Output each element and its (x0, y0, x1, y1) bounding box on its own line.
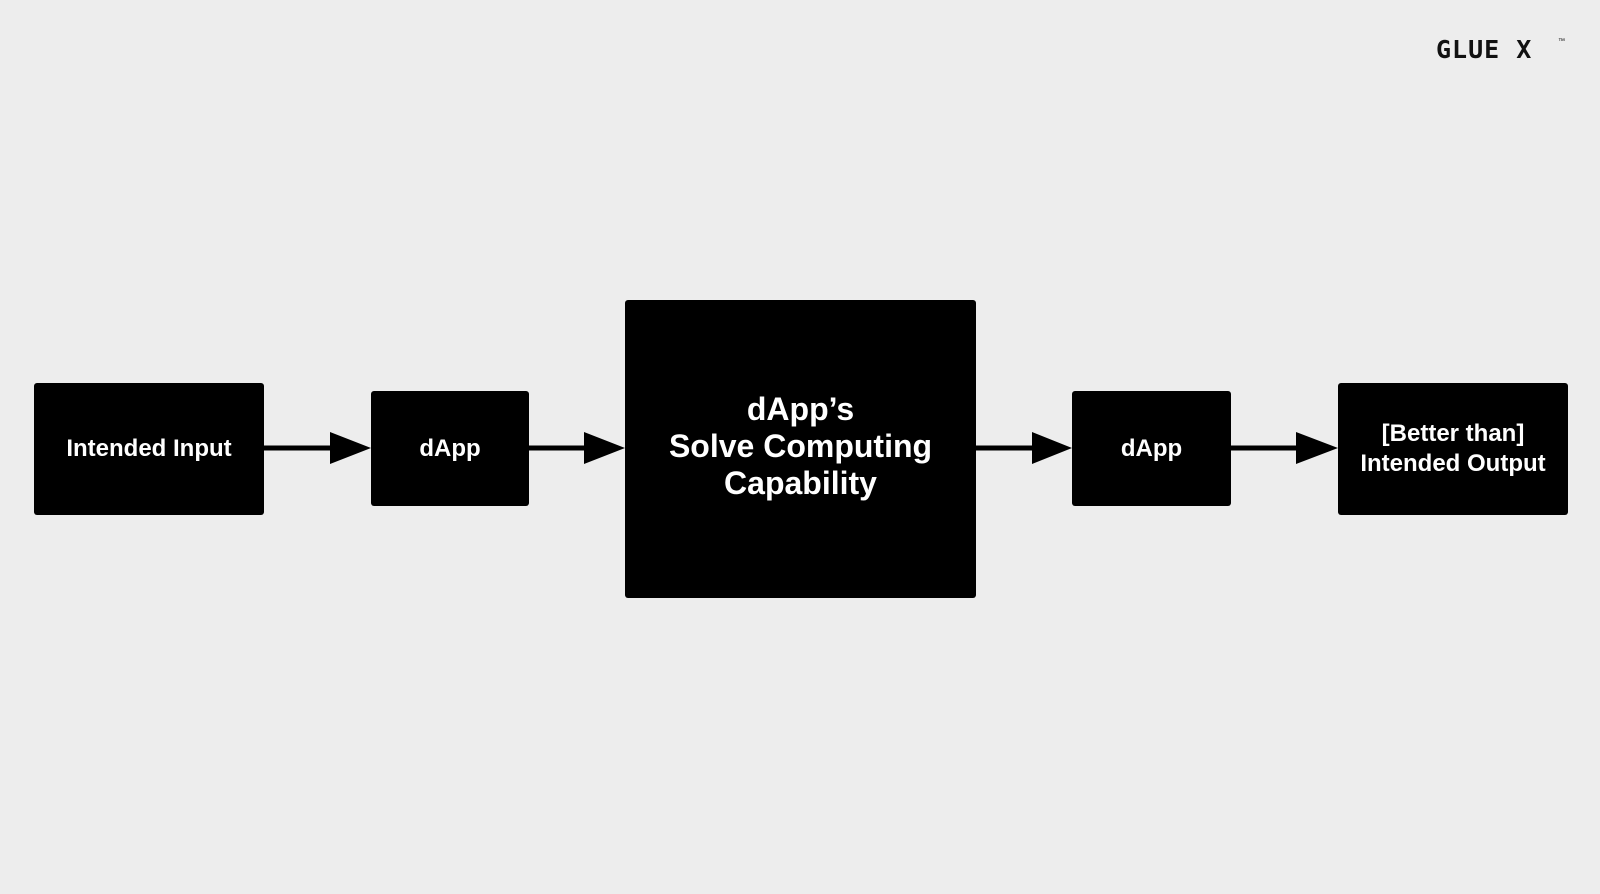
arrow-dapp-to-core (529, 432, 625, 464)
arrow-dapp-to-output (1231, 432, 1338, 464)
logo-trademark: ™ (1558, 38, 1565, 45)
arrow-core-to-dapp (976, 432, 1072, 464)
logo-text: GLUE X (1436, 35, 1532, 64)
arrow-input-to-dapp (264, 432, 371, 464)
node-dapp-right: dApp (1072, 391, 1231, 506)
node-dapp-left: dApp (371, 391, 529, 506)
glue-x-logo-mark: GLUE X ™ (1436, 35, 1565, 64)
node-intended-output: [Better than] Intended Output (1338, 383, 1568, 515)
glue-x-logo: GLUE X ™ (1436, 34, 1566, 64)
node-intended-input: Intended Input (34, 383, 264, 515)
node-core-capability: dApp’s Solve Computing Capability (625, 300, 976, 598)
